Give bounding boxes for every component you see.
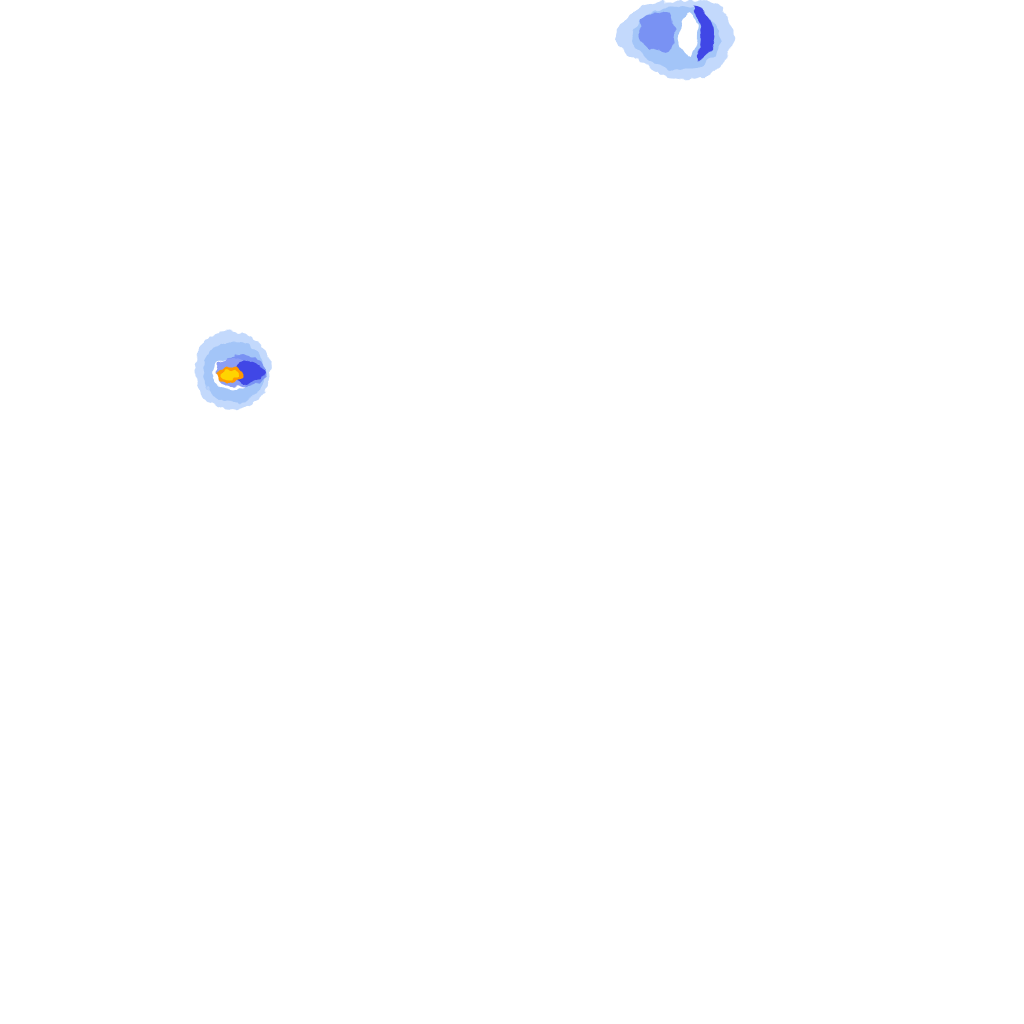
cell-ur-gap — [679, 12, 697, 56]
cell-l-hot-peak — [221, 370, 239, 380]
cell-l-strong — [235, 361, 266, 384]
storm-cell-left — [196, 331, 272, 410]
cell-ur-strong — [694, 6, 714, 62]
storm-cell-upper-right — [616, 0, 735, 80]
cell-ur-mid-left — [638, 12, 675, 52]
